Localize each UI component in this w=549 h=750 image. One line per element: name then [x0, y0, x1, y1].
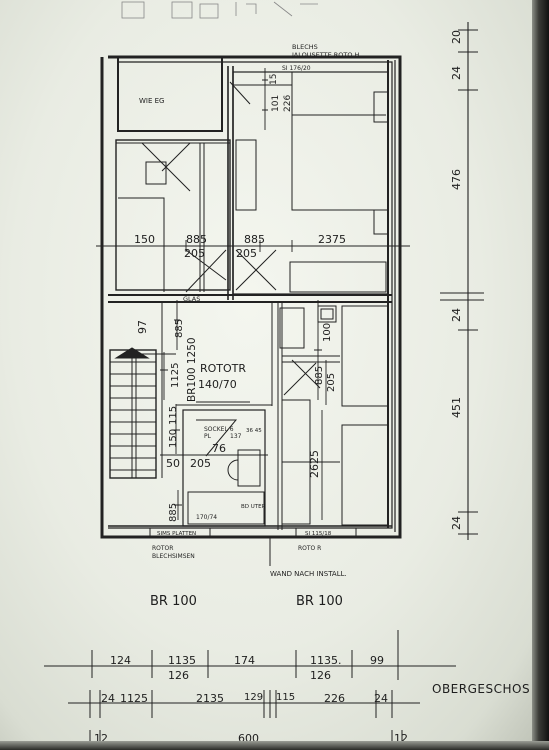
room-right-bedroom	[229, 71, 389, 295]
room-left-bedroom	[115, 139, 231, 293]
label-pl: PL	[204, 433, 212, 440]
label-sockel-box: 36 45	[246, 428, 262, 434]
label-jalousette: JALOUSETTE ROTO H	[291, 51, 360, 59]
bottom-dim-174: 174	[234, 654, 255, 667]
drawing-title: OBERGESCHOS	[432, 682, 531, 696]
dim-15: 15	[269, 74, 279, 85]
dim-237: 2375	[318, 233, 346, 246]
bottom-dim-112: 1125	[120, 692, 148, 705]
bottom-dim-126-b: 126	[310, 669, 331, 682]
dim-262: 2625	[308, 450, 321, 478]
device-frame-bottom	[0, 741, 549, 750]
dim-97: 97	[136, 320, 149, 334]
dim-150: 150	[134, 233, 155, 246]
label-wie-eg: WIE EG	[139, 97, 164, 105]
bottom-dim-600: 600	[238, 732, 259, 745]
plan-dimension-lines	[96, 68, 410, 520]
staircase	[109, 347, 163, 479]
dim-76: 76	[212, 442, 226, 455]
dim-100: 100	[322, 323, 333, 342]
bottom-dim-113-a: 1135	[168, 654, 196, 667]
bottom-wall	[108, 525, 392, 566]
dim-205-a: 205	[184, 247, 205, 260]
label-bd-uter: BD UTER	[241, 504, 266, 510]
label-glas: GLAS	[183, 295, 200, 303]
dim-88-c: 885	[174, 319, 185, 338]
dim-205-c: 205	[190, 457, 211, 470]
dim-88-a: 885	[186, 233, 207, 246]
label-si-bottom: SI 115/18	[305, 531, 332, 537]
dim-88-e: 885	[168, 503, 179, 522]
dim-150-b: 150	[168, 429, 179, 448]
mid-wall	[108, 294, 392, 303]
top-sketch-fragments	[121, 1, 318, 19]
label-rototr-size: 140/70	[198, 378, 237, 391]
dim-205-b: 205	[236, 247, 257, 260]
dim-112: 1125	[170, 363, 181, 388]
right-dim-24-top: 24	[450, 66, 463, 80]
room-wie-eg	[117, 56, 223, 132]
bottom-dim-213: 2135	[196, 692, 224, 705]
bottom-dim-24-left: 24	[101, 692, 115, 705]
device-frame-edge	[532, 0, 549, 750]
label-blechs: BLECHS	[292, 43, 318, 51]
bottom-dim-113-b: 1135.	[310, 654, 342, 667]
label-bath-size: 170/74	[196, 514, 217, 521]
dim-115: 115	[168, 406, 179, 425]
bottom-dim-11-5: 115	[276, 692, 296, 703]
label-sockel: SOCKEL 6	[204, 426, 234, 433]
bottom-dimension-lines	[44, 630, 456, 748]
dim-88-d: 885	[314, 366, 325, 385]
label-br100-vertical: BR100 1250	[186, 337, 198, 402]
label-br100-left: BR 100	[150, 594, 197, 609]
label-pl-value: 137	[230, 433, 242, 440]
dim-88-b: 885	[244, 233, 265, 246]
right-dimension-line	[440, 22, 484, 540]
dim-226-vertical: 226	[283, 95, 293, 112]
label-br100-right: BR 100	[296, 594, 343, 609]
bottom-dim-24-right: 24	[374, 692, 388, 705]
right-dim-20: 20	[450, 30, 463, 44]
label-blechsimsen: BLECHSIMSEN	[152, 553, 195, 560]
outer-walls	[100, 55, 402, 539]
hall	[161, 302, 273, 527]
bottom-dim-126-a: 126	[168, 669, 189, 682]
room-right-lower	[277, 302, 389, 530]
label-roto-left: ROTOR	[152, 545, 173, 552]
bottom-dim-12-right: 12	[394, 732, 408, 745]
right-dim-451: 451	[450, 397, 463, 418]
dim-50: 50	[166, 457, 180, 470]
bottom-dim-226: 226	[324, 692, 345, 705]
label-wand: WAND NACH INSTALL.	[270, 570, 347, 578]
label-sims-platten: SIMS PLATTEN	[157, 531, 196, 537]
right-dim-476: 476	[450, 169, 463, 190]
label-roto-right: ROTO R	[298, 545, 321, 552]
dim-205-vertical: 205	[326, 373, 337, 392]
dim-101: 101	[271, 95, 281, 112]
bottom-dim-124: 124	[110, 654, 131, 667]
right-dim-24-mid: 24	[450, 308, 463, 322]
bottom-dim-99: 99	[370, 654, 384, 667]
bottom-dim-12-9: 129	[244, 692, 264, 703]
right-dim-24-bottom: 24	[450, 516, 463, 530]
label-si-top: SI 176/20	[282, 65, 311, 72]
bottom-dim-12-left: 12	[94, 732, 108, 745]
label-rototr: ROTOTR	[200, 362, 246, 375]
